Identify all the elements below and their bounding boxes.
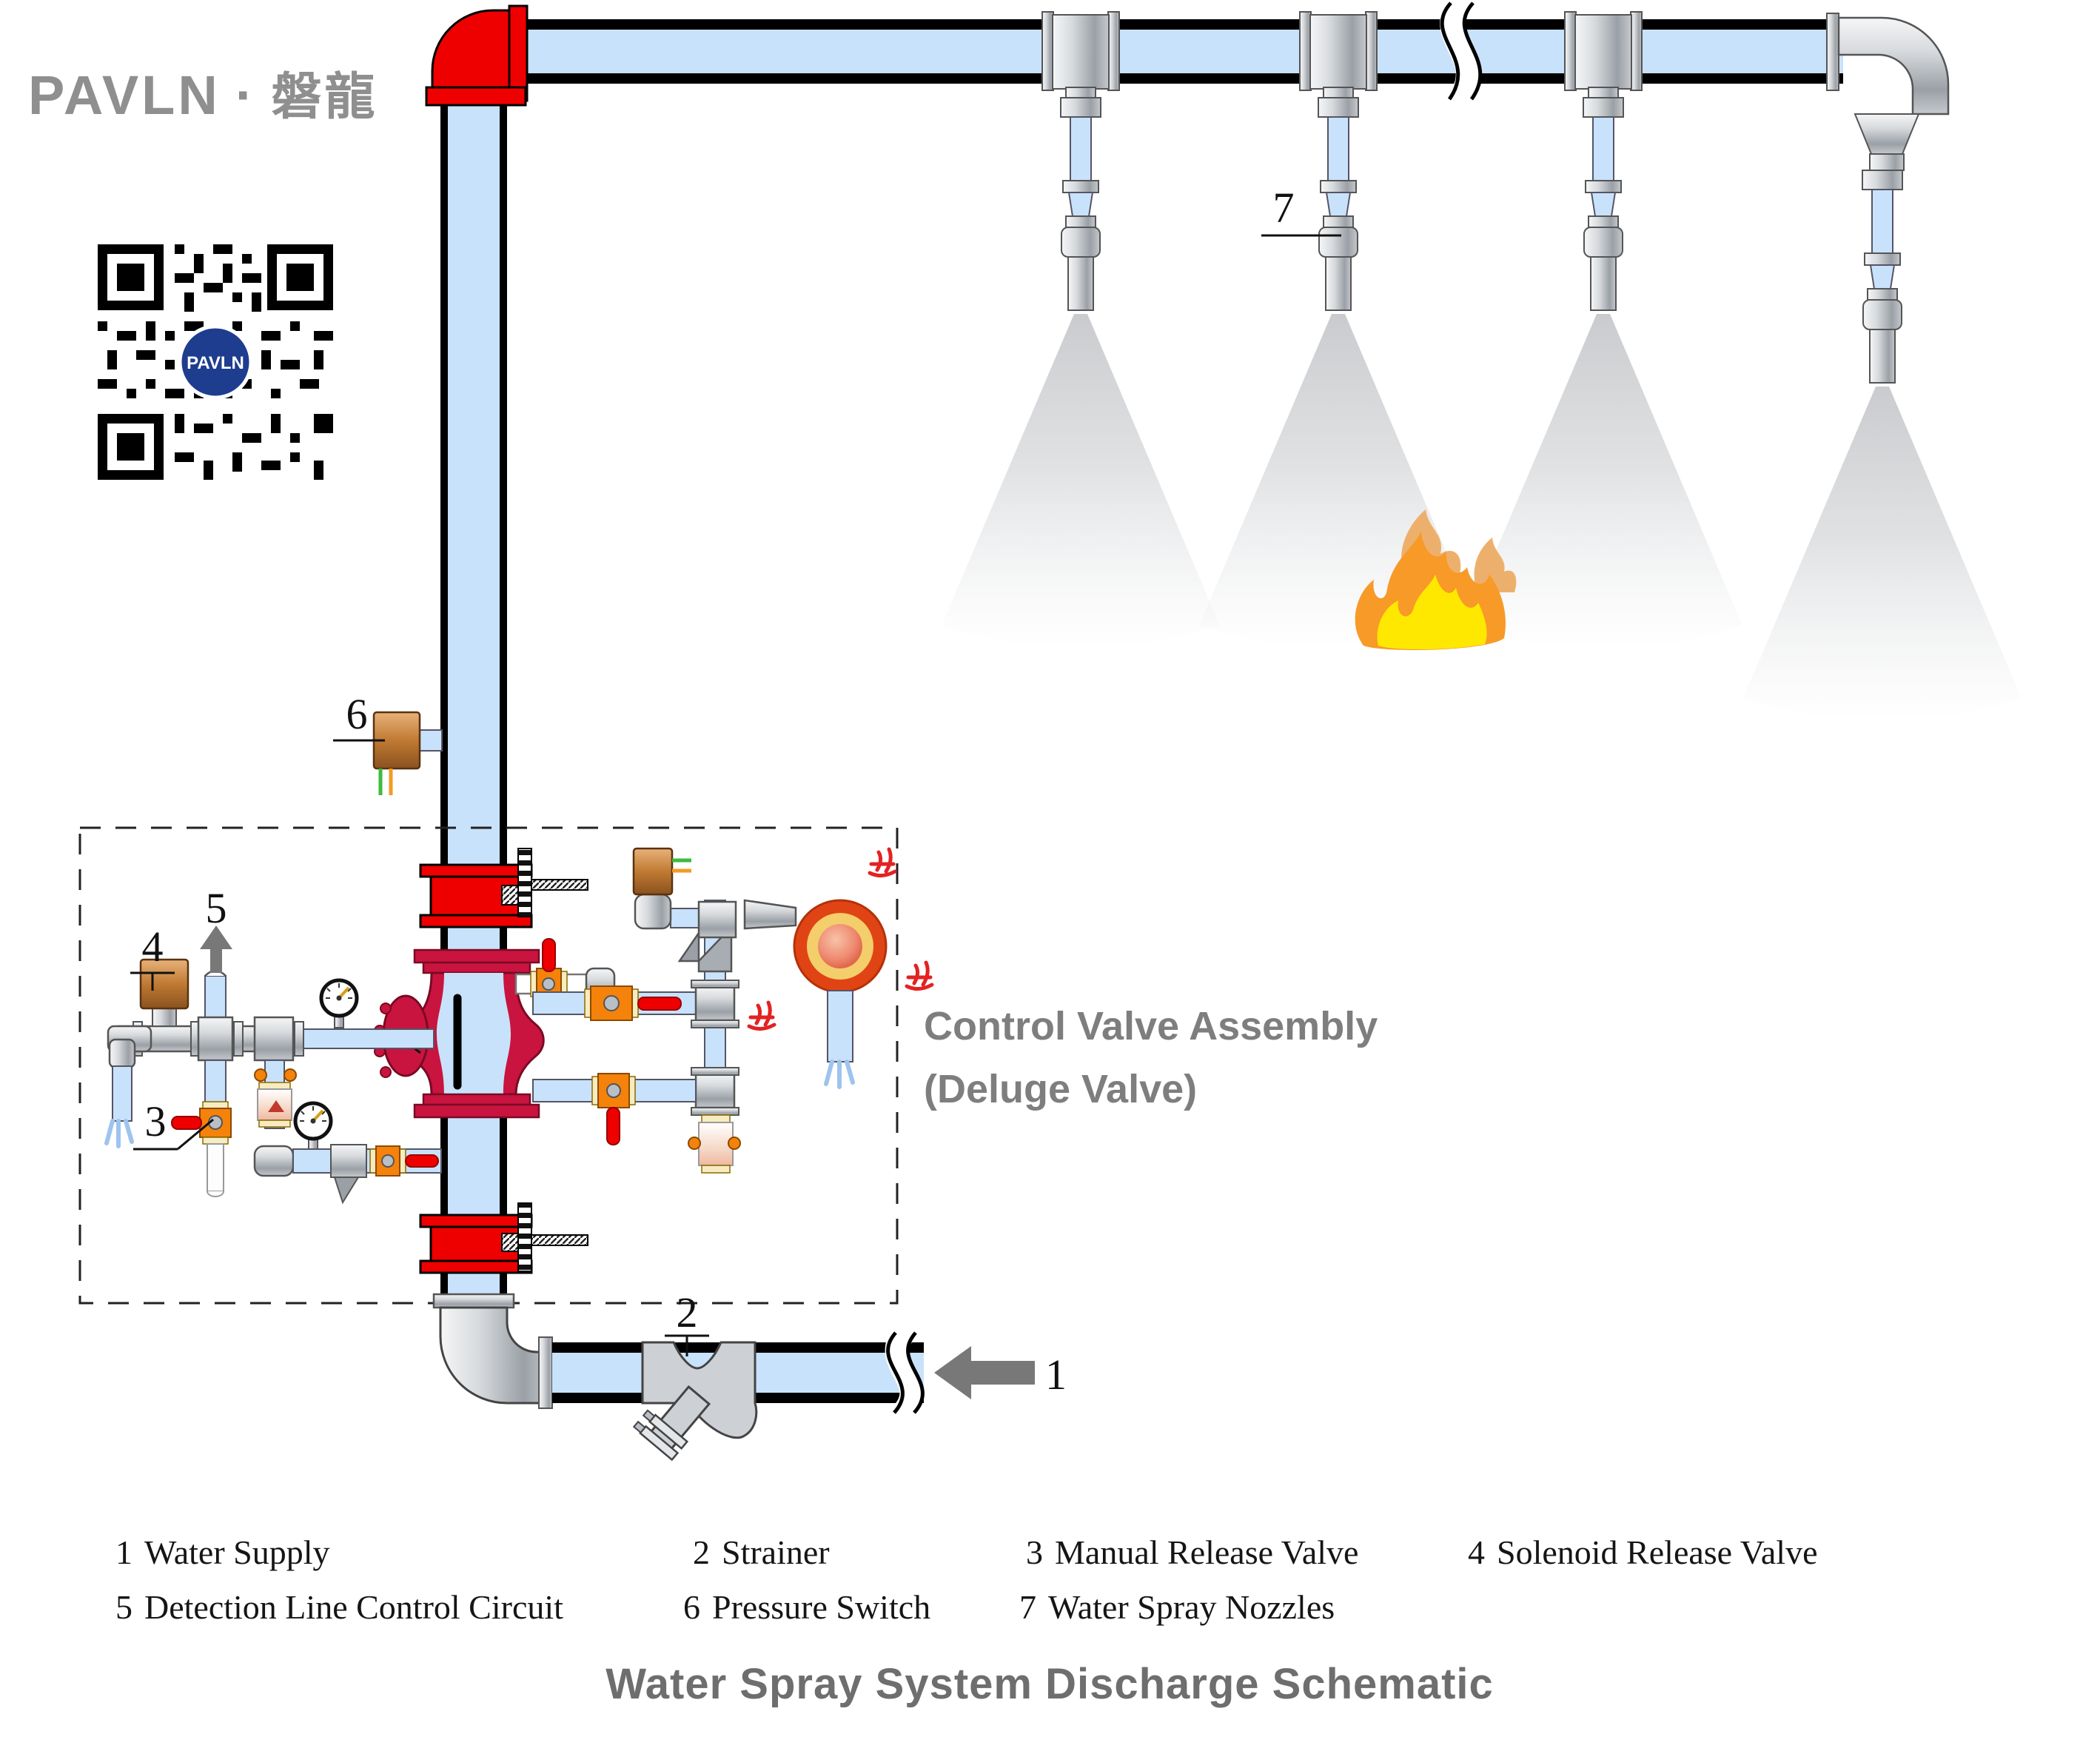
callout-4: 4 bbox=[142, 923, 164, 971]
valve-gear-rack bbox=[517, 848, 532, 917]
sight-glass-left bbox=[257, 1082, 292, 1128]
brand-logo-cjk: 磐龍 bbox=[271, 69, 378, 125]
callout-2: 2 bbox=[677, 1288, 698, 1336]
alarm-ring-mark bbox=[907, 963, 932, 989]
nozzle-drop bbox=[1583, 97, 1624, 311]
water-splash bbox=[104, 1119, 134, 1148]
spray-cone-3 bbox=[1464, 314, 1742, 649]
overhead-branch-pipe bbox=[518, 19, 1843, 84]
red-elbow-fitting bbox=[425, 4, 529, 107]
brand-logo: PAVLN·磐龍 bbox=[28, 64, 378, 126]
riser-pipe bbox=[440, 98, 507, 1308]
deluge-water bbox=[437, 973, 511, 1094]
water-splash bbox=[824, 1060, 855, 1089]
alarm-ring-mark bbox=[749, 1003, 774, 1029]
red-valve-handle bbox=[405, 1154, 439, 1168]
alarm-line-ball-valve bbox=[584, 985, 682, 1021]
trim-ball-valve-lower bbox=[369, 1145, 439, 1177]
pressure-gauge-upper bbox=[319, 978, 359, 1028]
drip-check-left bbox=[254, 1068, 267, 1082]
spray-nozzle-3 bbox=[1564, 11, 1643, 311]
deluge-valve bbox=[374, 948, 545, 1119]
qr-code: PAVLN bbox=[98, 244, 333, 480]
callout-1: 1 bbox=[1045, 1351, 1067, 1399]
brand-logo-latin: PAVLN bbox=[28, 64, 221, 126]
fire-flame-yellow bbox=[1377, 575, 1487, 650]
callout-7: 7 bbox=[1273, 184, 1295, 232]
nozzle-drop bbox=[1060, 97, 1101, 311]
spray-cone-1 bbox=[942, 314, 1220, 649]
pressure-switch bbox=[372, 711, 443, 795]
spray-nozzle-2 bbox=[1299, 11, 1378, 311]
gong-drain-pipe bbox=[827, 990, 853, 1062]
qr-center-label: PAVLN bbox=[187, 353, 244, 373]
detection-line-arrow-icon bbox=[200, 926, 232, 973]
red-valve-handle bbox=[606, 1107, 620, 1145]
qr-center-badge bbox=[178, 324, 253, 400]
red-valve-handle bbox=[542, 938, 556, 972]
trim-strainer bbox=[330, 1144, 367, 1205]
assembly-label: Control Valve Assembly (Deluge Valve) bbox=[924, 1004, 1378, 1111]
butterfly-valve-bottom bbox=[419, 1202, 588, 1274]
end-elbow bbox=[1826, 13, 1950, 171]
right-trim-piping bbox=[514, 847, 932, 1174]
nozzle-drop bbox=[1318, 97, 1359, 311]
supply-elbow bbox=[439, 1306, 553, 1405]
manual-release-valve bbox=[171, 1101, 232, 1197]
spray-nozzle-4 bbox=[1862, 170, 1903, 384]
water-supply-arrow-icon bbox=[934, 1346, 1035, 1399]
valve-stem bbox=[531, 879, 588, 891]
fire-icon bbox=[1355, 509, 1517, 650]
butterfly-valve-top bbox=[419, 848, 588, 928]
water-motor-alarm-gong bbox=[749, 849, 932, 1089]
red-valve-handle bbox=[637, 997, 682, 1011]
callout-5: 5 bbox=[206, 884, 227, 932]
assembly-label-line2: (Deluge Valve) bbox=[924, 1067, 1197, 1111]
pipe-break-symbol-supply bbox=[885, 1325, 925, 1421]
red-valve-handle bbox=[171, 1116, 202, 1130]
drain-ball-valve bbox=[591, 1073, 636, 1145]
sight-glass-right bbox=[688, 1114, 741, 1174]
nozzle-drop bbox=[1862, 170, 1903, 384]
y-strainer bbox=[632, 1341, 758, 1462]
overhead-pipe-water bbox=[518, 30, 1843, 73]
left-trim-piping bbox=[104, 958, 442, 1205]
brand-logo-separator: · bbox=[235, 64, 257, 126]
nozzle-tee bbox=[1041, 11, 1120, 98]
assembly-label-line1: Control Valve Assembly bbox=[924, 1004, 1378, 1048]
supply-piping bbox=[432, 1293, 1035, 1462]
detection-line-connection bbox=[197, 969, 234, 1107]
riser-water bbox=[448, 98, 500, 1308]
callout-3: 3 bbox=[145, 1097, 167, 1145]
control-valve-assembly-box bbox=[78, 826, 899, 1305]
nozzle-tee bbox=[1299, 11, 1378, 98]
alarm-pressure-switch bbox=[632, 847, 691, 930]
spray-nozzle-1 bbox=[1041, 11, 1120, 311]
diagram-title: Water Spray System Discharge Schematic bbox=[605, 1660, 1494, 1708]
alarm-ring-mark bbox=[870, 849, 895, 876]
spray-cones bbox=[942, 314, 2022, 721]
spray-cone-4 bbox=[1743, 386, 2022, 721]
drip-check-right bbox=[284, 1068, 297, 1082]
valve-gear-rack bbox=[517, 1202, 532, 1272]
valve-stem bbox=[531, 1234, 588, 1246]
pipe-break-symbol-overhead bbox=[1440, 0, 1483, 107]
callout-6: 6 bbox=[346, 690, 368, 738]
nozzle-tee bbox=[1564, 11, 1643, 98]
callout-leader-lines bbox=[130, 234, 1341, 1356]
left-drain-elbow bbox=[104, 1025, 152, 1148]
dry-release-pipe bbox=[207, 1143, 224, 1192]
callout-labels: 1 2 3 4 5 6 7 bbox=[142, 184, 1295, 1399]
pressure-gauge-lower bbox=[293, 1101, 333, 1150]
